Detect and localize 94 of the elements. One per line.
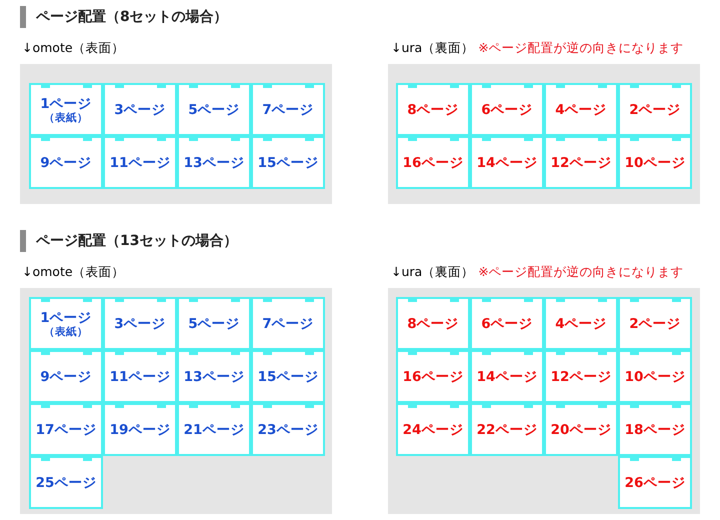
- page-box: [177, 297, 251, 350]
- side-heading: ↓omote（表面）: [22, 40, 125, 55]
- page-label: 14ページ: [476, 368, 538, 384]
- page-label: 3ページ: [114, 316, 166, 332]
- page-box: [29, 83, 103, 136]
- page-box: [177, 83, 251, 136]
- page-box: [103, 403, 177, 456]
- side-heading: ↓omote（表面）: [22, 264, 125, 279]
- page-label: 26ページ: [624, 474, 686, 490]
- page-box: [618, 297, 692, 350]
- page-box: [29, 136, 103, 189]
- page-label: 20ページ: [550, 422, 612, 438]
- page-label: 15ページ: [258, 368, 318, 384]
- page-box: [29, 297, 103, 350]
- page-label: 5ページ: [188, 102, 240, 118]
- page-box: [470, 350, 544, 403]
- page-box: [470, 403, 544, 456]
- page-label: 15ページ: [258, 154, 318, 170]
- page-label: 11ページ: [110, 368, 170, 384]
- page-box: [470, 83, 544, 136]
- page-label: 13ページ: [184, 154, 244, 170]
- page-label: 9ページ: [40, 368, 92, 384]
- page-label: 13ページ: [184, 368, 244, 384]
- page-box: [251, 83, 325, 136]
- page-label: 5ページ: [188, 316, 240, 332]
- note-text: ※ページ配置が逆の向きになります: [478, 40, 684, 55]
- section-heading: ページ配置（13セットの場合）: [20, 230, 238, 252]
- page-label: 1ページ: [40, 310, 92, 326]
- cover-note: （表紙）: [44, 112, 88, 124]
- page-box: [618, 456, 692, 509]
- page-box: [618, 403, 692, 456]
- page-box: [251, 350, 325, 403]
- page-box: [544, 136, 618, 189]
- page-label: 4ページ: [555, 316, 607, 332]
- page-box: [29, 403, 103, 456]
- page-label: 25ページ: [36, 474, 96, 490]
- page-label: 2ページ: [629, 316, 681, 332]
- page-box: [544, 83, 618, 136]
- section-heading: ページ配置（8セットの場合）: [20, 6, 228, 28]
- page-box: [618, 83, 692, 136]
- page-box: [396, 136, 470, 189]
- side-heading: ↓ura（裏面）: [391, 264, 474, 279]
- page-label: 24ページ: [402, 422, 464, 438]
- page-label: 8ページ: [407, 316, 459, 332]
- page-label: 12ページ: [550, 154, 612, 170]
- page-box: [470, 136, 544, 189]
- page-label: 16ページ: [402, 154, 464, 170]
- page-label: 6ページ: [481, 316, 533, 332]
- page-box: [103, 297, 177, 350]
- note-text: ※ページ配置が逆の向きになります: [478, 264, 684, 279]
- page-box: [396, 350, 470, 403]
- page-box: [251, 297, 325, 350]
- cover-note: （表紙）: [44, 326, 88, 338]
- page-label: 17ページ: [36, 422, 96, 438]
- page-box: [618, 350, 692, 403]
- page-box: [396, 83, 470, 136]
- page-box: [470, 297, 544, 350]
- page-label: 3ページ: [114, 102, 166, 118]
- page-label: 8ページ: [407, 102, 459, 118]
- side-heading: ↓ura（裏面）: [391, 40, 474, 55]
- page-label: 6ページ: [481, 102, 533, 118]
- page-label: 14ページ: [476, 154, 538, 170]
- page-box: [251, 136, 325, 189]
- page-label: 9ページ: [40, 154, 92, 170]
- page-label: 7ページ: [262, 102, 314, 118]
- page-box: [618, 136, 692, 189]
- page-box: [177, 403, 251, 456]
- page-label: 23ページ: [258, 422, 318, 438]
- page-label: 22ページ: [476, 422, 538, 438]
- page-label: 4ページ: [555, 102, 607, 118]
- page-box: [29, 456, 103, 509]
- page-box: [544, 297, 618, 350]
- page-box: [396, 403, 470, 456]
- page-box: [103, 136, 177, 189]
- page-box: [251, 403, 325, 456]
- page-box: [544, 350, 618, 403]
- page-box: [544, 403, 618, 456]
- page-label: 18ページ: [624, 422, 686, 438]
- page-box: [177, 350, 251, 403]
- page-label: 10ページ: [624, 368, 686, 384]
- page-label: 19ページ: [110, 422, 170, 438]
- page-label: 16ページ: [402, 368, 464, 384]
- page-box: [396, 297, 470, 350]
- page-label: 2ページ: [629, 102, 681, 118]
- page-box: [29, 350, 103, 403]
- page-box: [177, 136, 251, 189]
- page-label: 10ページ: [624, 154, 686, 170]
- page-label: 7ページ: [262, 316, 314, 332]
- page-box: [103, 83, 177, 136]
- page-label: 21ページ: [184, 422, 244, 438]
- page-label: 12ページ: [550, 368, 612, 384]
- page-label: 1ページ: [40, 96, 92, 112]
- page-box: [103, 350, 177, 403]
- page-label: 11ページ: [110, 154, 170, 170]
